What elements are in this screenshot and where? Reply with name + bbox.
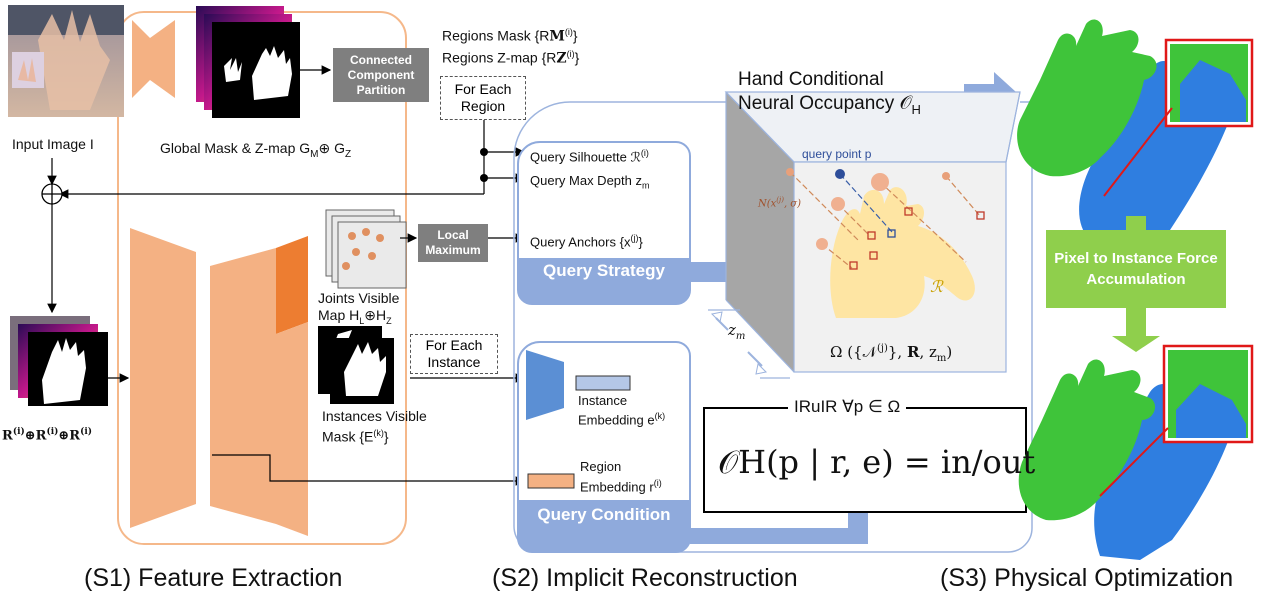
- query-max-depth-label: Query Max Depth zm: [530, 173, 650, 191]
- hand-top: [1017, 19, 1254, 241]
- region-symbol: ℛ: [930, 277, 943, 296]
- local-maximum-box: Local Maximum: [418, 224, 488, 262]
- occupancy-formula: 𝒪H(p | r, e) = in/out: [718, 443, 1036, 481]
- big-decoder: [210, 248, 276, 524]
- for-each-region-box: For Each Region: [440, 76, 526, 120]
- input-image-label: Input Image I: [12, 136, 94, 152]
- instance-encoder: [526, 350, 564, 420]
- joints-map-label: Map HL⊕HZ: [318, 307, 392, 326]
- region-embedding-label-2: Embedding r(i): [580, 478, 662, 495]
- joints-visible-label: Joints Visible: [318, 290, 400, 306]
- instance-embedding-label-2: Embedding e(k): [578, 411, 666, 428]
- zm-label: zm: [728, 321, 746, 343]
- global-mask-label: Global Mask & Z-map GM⊕ GZ: [160, 140, 352, 160]
- instance-head: [276, 322, 308, 536]
- top-encoder-left: [132, 20, 150, 98]
- omega-label: Ω ({𝒩(j)}, R, zm): [830, 343, 953, 364]
- stage-s1-caption: (S1) Feature Extraction: [84, 564, 343, 592]
- instances-mask-label: Mask {E(k)}: [322, 428, 389, 445]
- query-point-label: query point p: [802, 147, 872, 161]
- hand-conditional-label: Hand Conditional: [738, 69, 884, 90]
- top-encoder-right: [150, 20, 175, 98]
- connected-component-box: Connected Component Partition: [333, 48, 429, 102]
- gaussian-label: N(x(j), σ): [758, 196, 802, 210]
- occupancy-cube: [724, 91, 1021, 373]
- query-silhouette-label: Query Silhouette ℛ(i): [530, 148, 649, 165]
- regions-zmap-label: Regions Z-map {RZ(i)}: [442, 49, 580, 67]
- joints-map-stack: [325, 209, 407, 289]
- query-strategy-label: Query Strategy: [543, 261, 665, 280]
- hand-bottom: [1018, 344, 1254, 560]
- query-condition-label: Query Condition: [537, 505, 671, 524]
- neural-occupancy-label: Neural Occupancy 𝒪H: [738, 93, 921, 117]
- condition-arrow: [690, 488, 878, 544]
- for-each-instance-box: For Each Instance: [410, 334, 498, 374]
- stage-s2-caption: (S2) Implicit Reconstruction: [492, 564, 798, 592]
- region-embedding-bar: [527, 473, 575, 489]
- global-mask-stack: [196, 6, 300, 118]
- pixel-to-instance-box: Pixel to Instance Force Accumulation: [1046, 230, 1226, 308]
- instance-embedding-bar: [575, 375, 631, 391]
- irulr-label: IRuIR ∀p ∈ Ω: [788, 398, 907, 415]
- instance-embedding-label: Instance: [578, 393, 628, 408]
- instances-visible-label: Instances Visible: [322, 408, 427, 424]
- region-input-stack: [10, 316, 108, 406]
- big-encoder: [130, 228, 196, 528]
- formula-box: [703, 407, 1027, 513]
- query-anchors-label: Query Anchors {x(j)}: [530, 233, 643, 250]
- input-photo: [8, 5, 124, 117]
- joints-head: [276, 236, 308, 334]
- instance-mask-stack: [318, 326, 394, 404]
- input-concat-label: R(i)⊕R(i)⊕R(i): [2, 427, 93, 444]
- region-embedding-label: Region: [580, 459, 622, 474]
- force-down-arrow: [1112, 302, 1160, 352]
- regions-mask-label: Regions Mask {RM(i)}: [442, 27, 578, 45]
- stage-s3-caption: (S3) Physical Optimization: [940, 564, 1234, 592]
